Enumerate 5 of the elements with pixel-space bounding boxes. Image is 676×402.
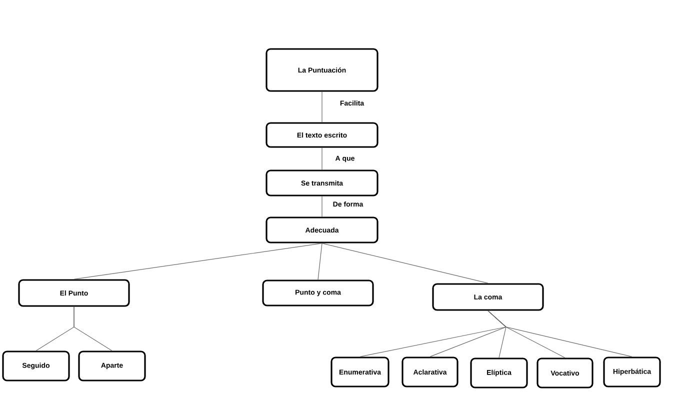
connector-line bbox=[318, 243, 322, 280]
connector-line bbox=[322, 243, 488, 284]
connector-line bbox=[74, 243, 322, 280]
connector-line bbox=[74, 306, 112, 351]
connector-line bbox=[488, 310, 632, 357]
